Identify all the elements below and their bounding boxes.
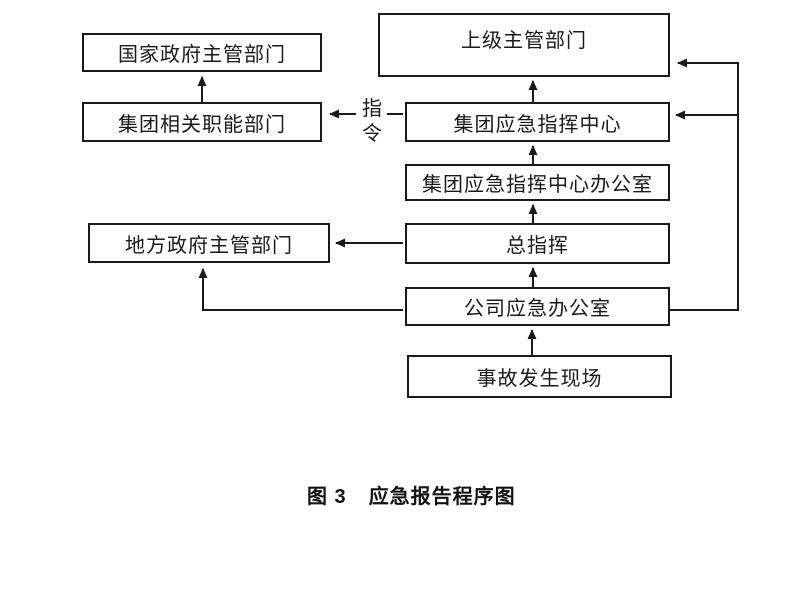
box-company-emergency-office: 公司应急办公室 bbox=[405, 287, 670, 326]
edge-label-instruction: 指令 bbox=[362, 98, 382, 145]
figure-number: 图 3 bbox=[307, 486, 347, 508]
box-group-emergency-command-center: 集团应急指挥中心 bbox=[405, 102, 670, 142]
arrow-company-office-to-superior bbox=[668, 58, 739, 311]
box-accident-site: 事故发生现场 bbox=[407, 355, 672, 398]
figure-title: 应急报告程序图 bbox=[368, 486, 516, 508]
box-commander-in-chief: 总指挥 bbox=[405, 223, 670, 264]
box-group-functional-depts: 集团相关职能部门 bbox=[82, 102, 322, 142]
box-national-gov-dept: 国家政府主管部门 bbox=[82, 33, 322, 72]
figure-caption: 图 3 应急报告程序图 bbox=[307, 480, 516, 509]
box-superior-dept: 上级主管部门 bbox=[378, 13, 670, 77]
box-group-command-center-office: 集团应急指挥中心办公室 bbox=[405, 164, 670, 201]
box-local-gov-dept: 地方政府主管部门 bbox=[88, 223, 330, 263]
arrow-company-office-to-local-gov bbox=[198, 268, 403, 311]
